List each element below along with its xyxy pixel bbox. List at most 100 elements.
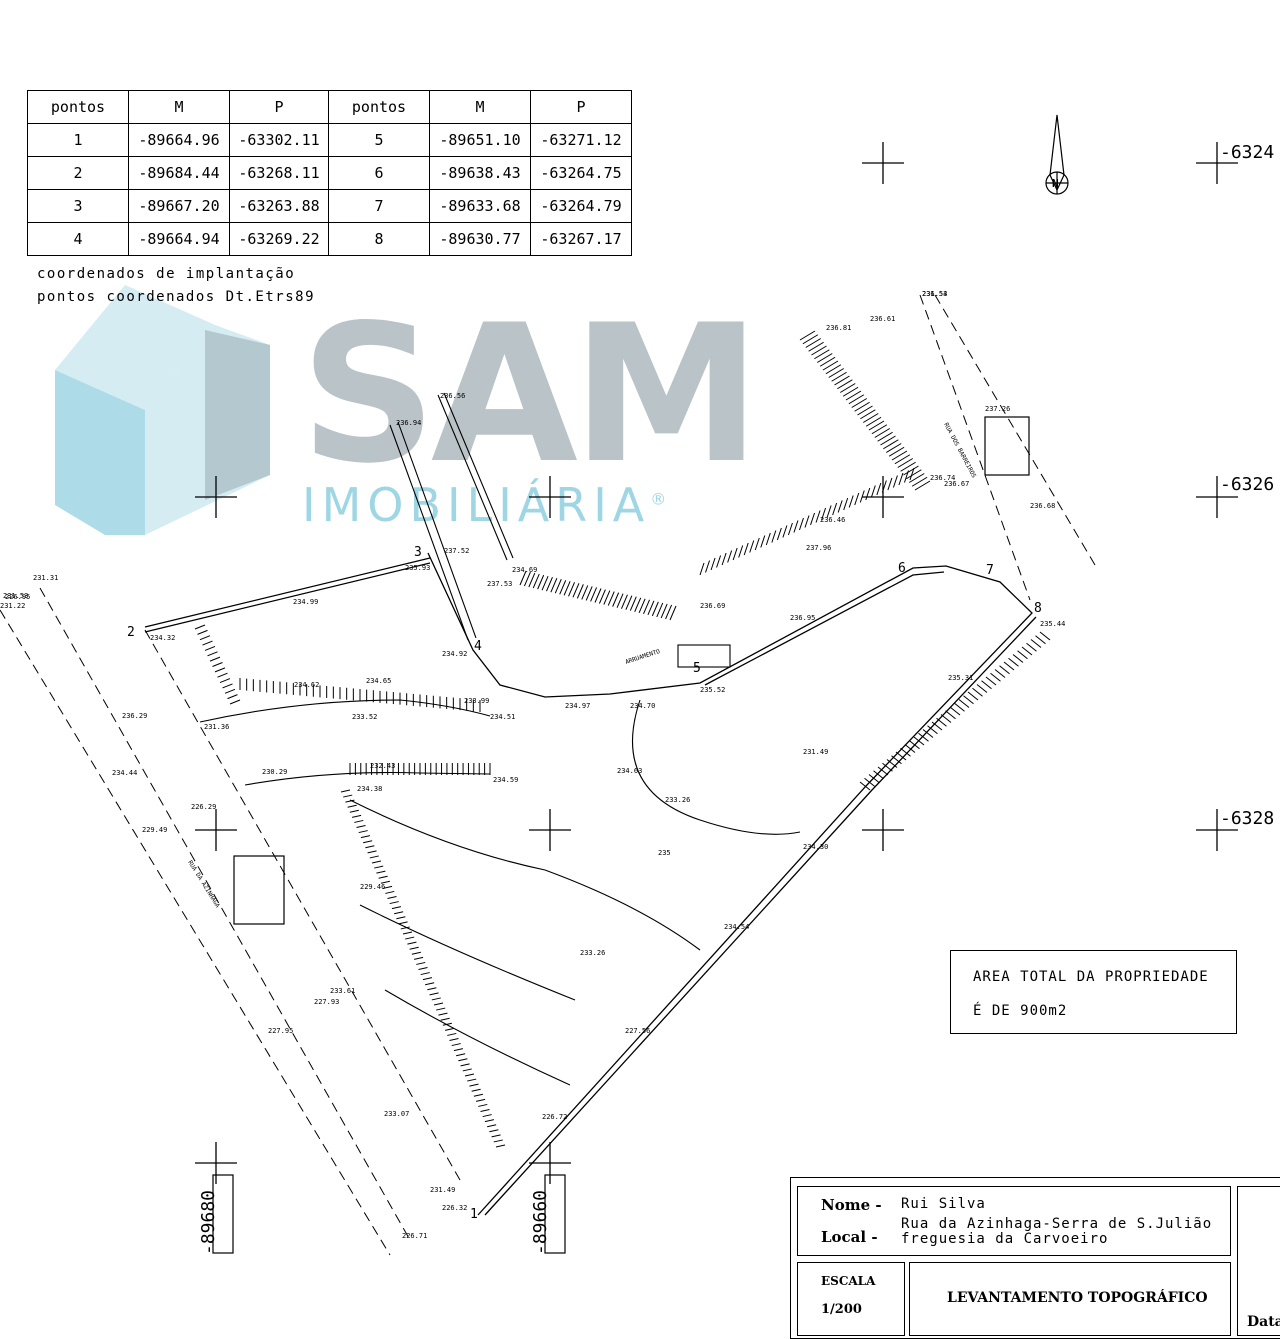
hatch-line <box>981 680 992 690</box>
hatch-line <box>864 777 875 787</box>
hatch-line <box>808 341 824 352</box>
hatch-line <box>427 987 437 991</box>
hatch-line <box>892 475 898 488</box>
header-p-2: P <box>530 90 632 124</box>
hatch-line <box>826 505 832 518</box>
hatch-line <box>882 762 893 772</box>
hatch-line <box>214 667 226 673</box>
elevation-label: 236.56 <box>440 392 465 400</box>
elevation-label: 233.61 <box>330 987 355 995</box>
hatch-line <box>581 585 589 600</box>
m-value: -89633.68 <box>429 189 531 223</box>
elevation-label: 226.72 <box>542 1113 567 1121</box>
elevation-label: 234.70 <box>630 702 655 710</box>
hatch-line <box>345 799 355 803</box>
hatch-line <box>227 694 238 700</box>
hatch-line <box>814 349 830 360</box>
hatch-line <box>819 356 836 367</box>
hatch-line <box>848 394 865 405</box>
elevation-label: 233.26 <box>665 796 690 804</box>
hatch-line <box>931 721 943 731</box>
grid-label-frame-left <box>212 1174 234 1254</box>
p-value: -63264.79 <box>530 189 632 223</box>
hatch-line <box>541 575 549 591</box>
grid-label-frame-right <box>544 1174 566 1254</box>
hatch-line <box>922 729 934 738</box>
hatch-line <box>1017 650 1028 660</box>
hatch-line <box>425 982 435 986</box>
elevation-label: 234.63 <box>617 767 642 775</box>
hatch-line <box>990 672 1001 682</box>
elevation-label: 234.44 <box>112 769 137 777</box>
hatch-line <box>349 809 359 813</box>
hatch-line <box>380 880 390 884</box>
hatch-line <box>804 515 810 528</box>
elevation-label: 237.96 <box>806 544 831 552</box>
hatch-line <box>199 635 211 641</box>
hatch-line <box>546 576 553 592</box>
registered-mark: ® <box>650 489 673 509</box>
elevation-label: 237.52 <box>444 547 469 555</box>
elevation-label: 227.95 <box>268 1027 293 1035</box>
hatch-line <box>462 1068 472 1072</box>
hatch-line <box>656 602 664 618</box>
m-value: -89651.10 <box>429 123 531 157</box>
m-value: -89664.96 <box>128 123 230 157</box>
hatch-line <box>413 956 424 960</box>
hatch-line <box>994 669 1006 678</box>
elevation-label: 234.69 <box>512 566 537 574</box>
survey-point-3: 3 <box>414 545 422 560</box>
elevation-label: 236.94 <box>396 419 421 427</box>
nome-value: Rui Silva <box>901 1196 986 1212</box>
m-value: -89630.77 <box>429 222 531 256</box>
hatch-line <box>212 662 223 667</box>
elevation-label: 235.31 <box>948 674 973 682</box>
hatch-line <box>647 600 655 616</box>
elevation-label: 226.95 <box>5 593 30 601</box>
hatch-line <box>705 560 711 573</box>
elevation-label: 234.51 <box>490 713 515 721</box>
hatch-line <box>369 855 379 859</box>
hatch-line <box>491 1134 501 1138</box>
hatch-line <box>831 371 847 382</box>
hatch-line <box>550 578 558 593</box>
hatch-line <box>436 1007 446 1011</box>
elevation-label: 231.36 <box>204 723 229 731</box>
hatch-line <box>634 597 642 612</box>
elevation-label: 234.92 <box>442 650 467 658</box>
hatch-line <box>374 865 384 869</box>
hatch-line <box>554 579 562 594</box>
table-row: 3 -89667.20 -63263.88 7 -89633.68 -63264… <box>27 189 632 223</box>
hatch-line <box>585 586 593 601</box>
street-dashed-lines <box>0 294 1096 1256</box>
hatch-line <box>854 401 870 412</box>
elevation-label: 233.26 <box>580 949 605 957</box>
elevation-label: 234.30 <box>803 843 828 851</box>
hatch-line <box>638 598 646 613</box>
hatch-line <box>407 941 417 945</box>
hatch-line <box>420 972 430 976</box>
elevation-label: 230.29 <box>262 768 287 776</box>
hatch-line <box>594 588 602 603</box>
hatch-line <box>669 605 677 621</box>
header-pontos-2: pontos <box>328 90 430 124</box>
elevation-label: 236.68 <box>1030 502 1055 510</box>
hatch-line <box>616 593 624 608</box>
hatch-line <box>787 522 793 536</box>
hatch-line <box>837 379 853 390</box>
hatch-line <box>367 850 377 854</box>
hatch-line <box>936 717 947 727</box>
hatch-line <box>451 1043 461 1047</box>
escala-label: ESCALA <box>821 1274 876 1288</box>
hatch-line <box>382 885 393 889</box>
hatch-line <box>908 473 925 483</box>
survey-point-labels: 1 2 3 4 5 6 7 8 <box>127 545 1042 1222</box>
hatch-line <box>449 1038 459 1041</box>
elevation-label: 231.53 <box>922 290 947 298</box>
elevation-label: 236.95 <box>790 614 815 622</box>
hatch-line <box>865 487 871 501</box>
hatch-line <box>197 629 208 635</box>
hatch-line <box>358 830 368 834</box>
elevation-label: 231.31 <box>33 574 58 582</box>
hatch-line <box>347 804 357 808</box>
